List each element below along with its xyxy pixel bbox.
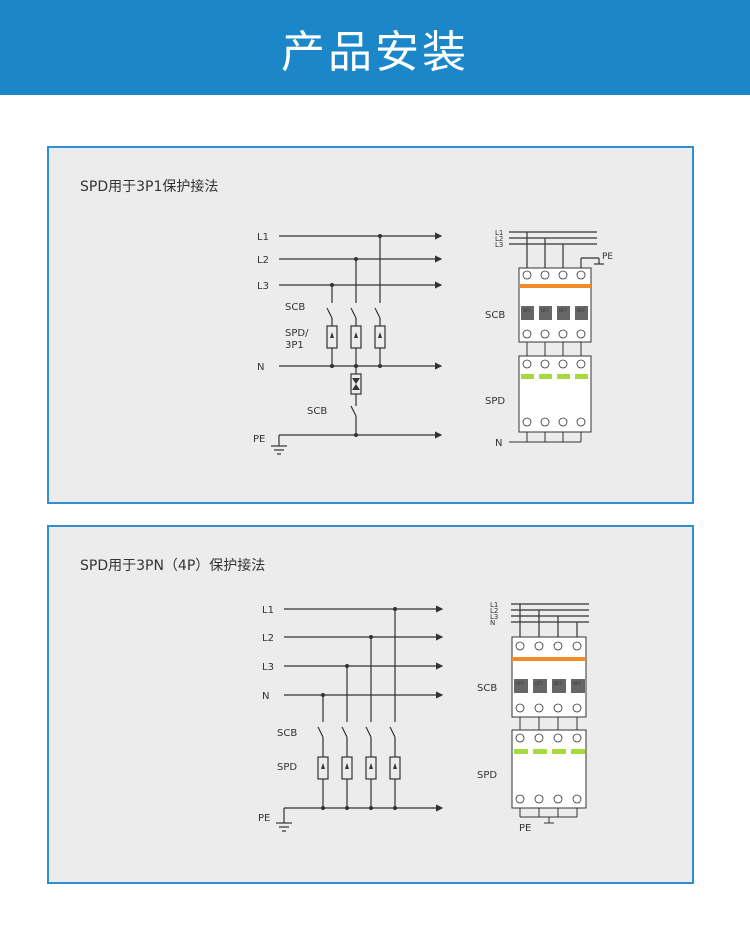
- label-l2: L2: [262, 633, 274, 644]
- module-label-scb: SCB: [477, 683, 497, 694]
- panel-title: SPD用于3PN（4P）保护接法: [80, 558, 266, 574]
- label-3p1: 3P1: [285, 340, 304, 351]
- svg-text:OFF: OFF: [516, 681, 524, 686]
- wiring-diagram-3p1: L1 L2 L3 N PE SCB SPD/ 3P1 SCB L1 L2: [253, 229, 613, 455]
- module-label-spd: SPD: [477, 770, 497, 781]
- svg-text:OFF: OFF: [554, 681, 562, 686]
- svg-text:OFF: OFF: [559, 308, 567, 313]
- label-l2: L2: [257, 255, 269, 266]
- svg-text:L2: L2: [490, 607, 498, 615]
- svg-text:L1: L1: [495, 229, 503, 237]
- module-4p: L1 L2 L3 N OFF OFF OFF OFF SCB: [477, 601, 589, 834]
- module-label-pe: PE: [519, 823, 531, 834]
- label-l3: L3: [262, 662, 274, 673]
- schematic: [276, 605, 444, 832]
- label-pe: PE: [253, 434, 265, 445]
- svg-text:L2: L2: [495, 235, 503, 243]
- panel-title: SPD用于3P1保护接法: [80, 179, 219, 195]
- svg-text:OFF: OFF: [535, 681, 543, 686]
- label-n: N: [262, 691, 269, 702]
- module-label-scb: SCB: [485, 310, 505, 321]
- svg-text:OFF: OFF: [577, 308, 585, 313]
- svg-text:L3: L3: [495, 241, 503, 249]
- label-spd: SPD/: [285, 328, 309, 339]
- module-3p1: L1 L2 L3 PE OFF OFF OFF OFF SCB: [485, 229, 613, 449]
- svg-text:OFF: OFF: [523, 308, 531, 313]
- label-pe: PE: [258, 813, 270, 824]
- svg-text:OFF: OFF: [541, 308, 549, 313]
- svg-text:L1: L1: [490, 601, 498, 609]
- label-l1: L1: [257, 232, 269, 243]
- label-n: N: [257, 362, 264, 373]
- svg-text:N: N: [490, 619, 495, 627]
- label-l1: L1: [262, 605, 274, 616]
- module-label-spd: SPD: [485, 396, 505, 407]
- label-scb: SCB: [277, 728, 297, 739]
- svg-text:OFF: OFF: [573, 681, 581, 686]
- label-l3: L3: [257, 281, 269, 292]
- page-title: 产品安装: [281, 26, 469, 78]
- label-scb: SCB: [285, 302, 305, 313]
- wiring-diagram-3pn: L1 L2 L3 N PE SCB SPD L1 L2 L3 N: [258, 601, 589, 834]
- label-scb-n: SCB: [307, 406, 327, 417]
- svg-text:L3: L3: [490, 613, 498, 621]
- module-label-pe: PE: [602, 252, 613, 262]
- panel-3pn-4p: SPD用于3PN（4P）保护接法: [47, 525, 694, 884]
- panel-3p1: SPD用于3P1保护接法: [47, 146, 694, 504]
- header-banner: 产品安装: [0, 0, 750, 95]
- label-spd: SPD: [277, 762, 297, 773]
- module-label-n: N: [495, 438, 502, 449]
